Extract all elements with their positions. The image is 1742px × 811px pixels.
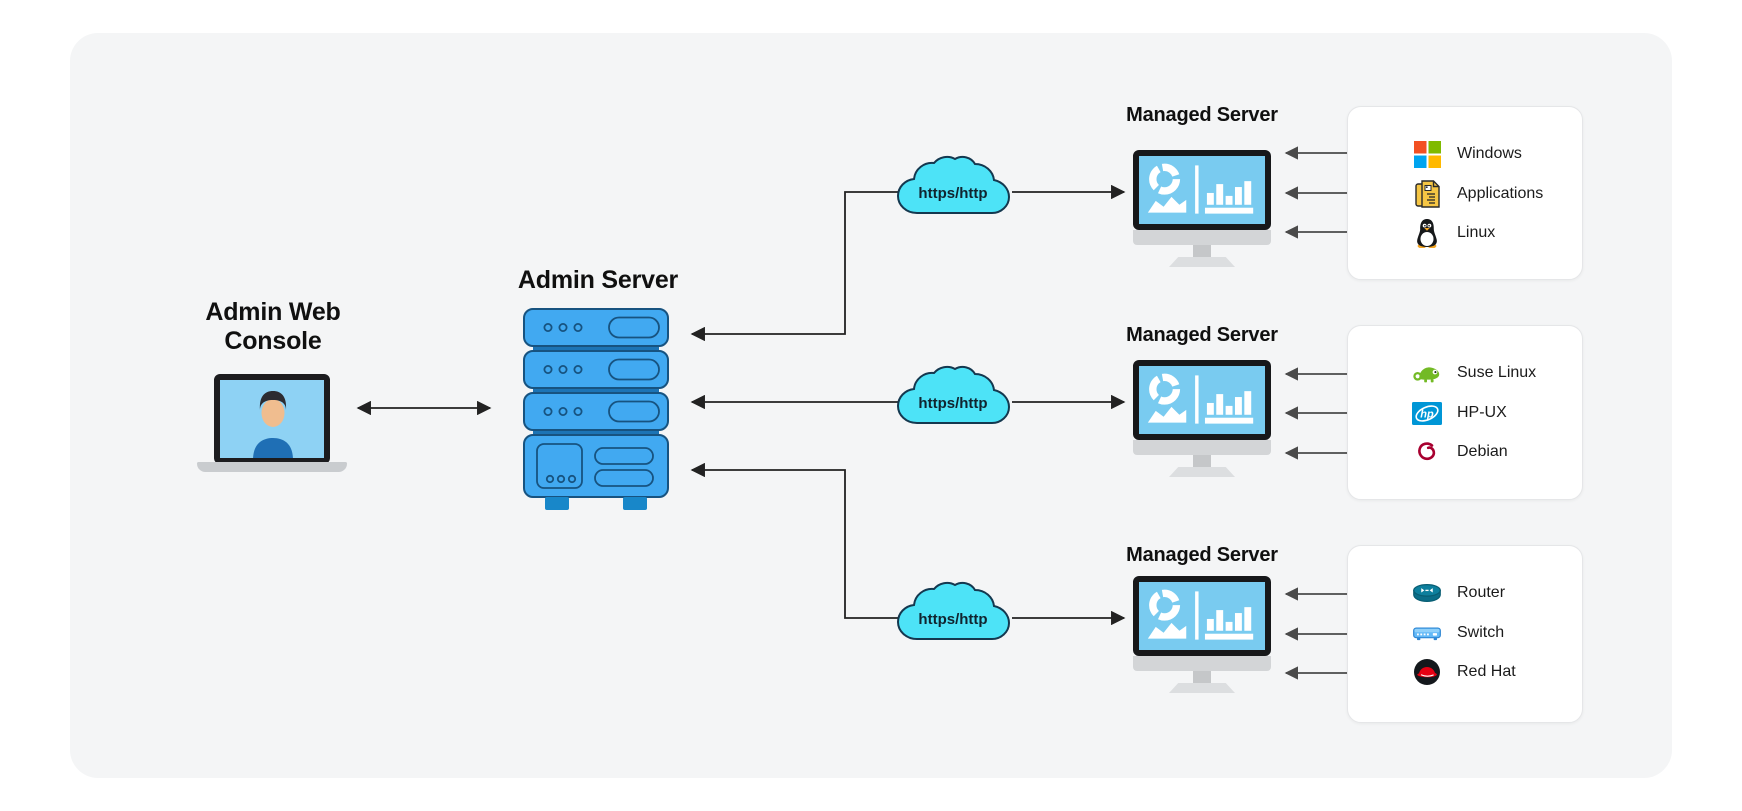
os-item-label: Linux (1457, 224, 1496, 241)
monitor-screen (1133, 576, 1271, 656)
link-cloud1-server (690, 191, 898, 342)
red-hat-icon (1412, 657, 1442, 687)
os-item: Windows (1412, 139, 1522, 169)
os-item-label: Switch (1457, 624, 1505, 641)
managed-server-monitor-3 (1133, 576, 1271, 693)
os-item: Debian (1412, 437, 1508, 467)
monitor-chin (1133, 230, 1271, 245)
laptop-base (197, 462, 347, 472)
admin-server-label: Admin Server (517, 266, 679, 294)
server-stack-icon (523, 308, 669, 510)
cloud-label: https/http (918, 185, 987, 202)
cloud-icon (896, 581, 1011, 640)
cloud-label: https/http (918, 395, 987, 412)
os-item-label: Suse Linux (1457, 364, 1537, 381)
user-avatar (253, 391, 293, 458)
os-list-card-1: Windows Applications (1347, 106, 1583, 280)
linux-icon (1412, 218, 1442, 248)
applications-icon (1412, 179, 1442, 209)
os-item-label: HP-UX (1457, 404, 1507, 421)
os-item: Router (1412, 578, 1505, 608)
os-item-label: Debian (1457, 443, 1508, 460)
admin-server-node (523, 308, 669, 514)
os-item: Suse Linux (1412, 358, 1536, 388)
dashboard-charts-icon (1147, 589, 1254, 640)
admin-web-console-label: Admin Web Console (205, 298, 341, 355)
os-item: hp HP-UX (1412, 398, 1507, 428)
managed-server-label-1: Managed Server (1126, 104, 1278, 126)
https-cloud-2: https/http (896, 365, 1011, 424)
monitor-base (1169, 257, 1235, 267)
suse-linux-icon (1412, 358, 1442, 388)
monitor-neck (1193, 455, 1211, 467)
dashboard-charts-icon (1147, 373, 1254, 424)
os-item-label: Red Hat (1457, 663, 1516, 680)
monitor-base (1169, 467, 1235, 477)
dashboard-charts-icon (1147, 163, 1254, 214)
monitor-chin (1133, 440, 1271, 455)
link-cloud3-server (690, 462, 898, 619)
monitor-neck (1193, 245, 1211, 257)
monitor-neck (1193, 671, 1211, 683)
os-item-label: Router (1457, 584, 1506, 601)
svg-text:hp: hp (1420, 408, 1434, 420)
managed-server-label-3: Managed Server (1126, 544, 1278, 566)
os-item-label: Applications (1457, 185, 1544, 202)
monitor-base (1169, 683, 1235, 693)
https-cloud-3: https/http (896, 581, 1011, 640)
admin-console-laptop (214, 374, 330, 464)
os-item: Red Hat (1412, 657, 1516, 687)
debian-icon (1412, 437, 1442, 467)
managed-server-monitor-1 (1133, 150, 1271, 267)
os-item: Applications (1412, 179, 1543, 209)
managed-server-monitor-2 (1133, 360, 1271, 477)
managed-server-label-2: Managed Server (1126, 324, 1278, 346)
cloud-icon (896, 365, 1011, 424)
os-item: Linux (1412, 218, 1495, 248)
router-icon (1412, 578, 1442, 608)
monitor-chin (1133, 656, 1271, 671)
switch-icon (1412, 618, 1442, 648)
hp-ux-icon: hp (1412, 398, 1442, 428)
monitor-screen (1133, 360, 1271, 440)
monitor-screen (1133, 150, 1271, 230)
os-item: Switch (1412, 618, 1504, 648)
windows-icon (1412, 139, 1442, 169)
os-list-card-3: Router Switch (1347, 545, 1583, 723)
os-list-card-2: Suse Linux hp HP-UX Debian (1347, 325, 1583, 500)
cloud-icon (896, 155, 1011, 214)
cloud-label: https/http (918, 611, 987, 628)
os-item-label: Windows (1457, 145, 1522, 162)
https-cloud-1: https/http (896, 155, 1011, 214)
